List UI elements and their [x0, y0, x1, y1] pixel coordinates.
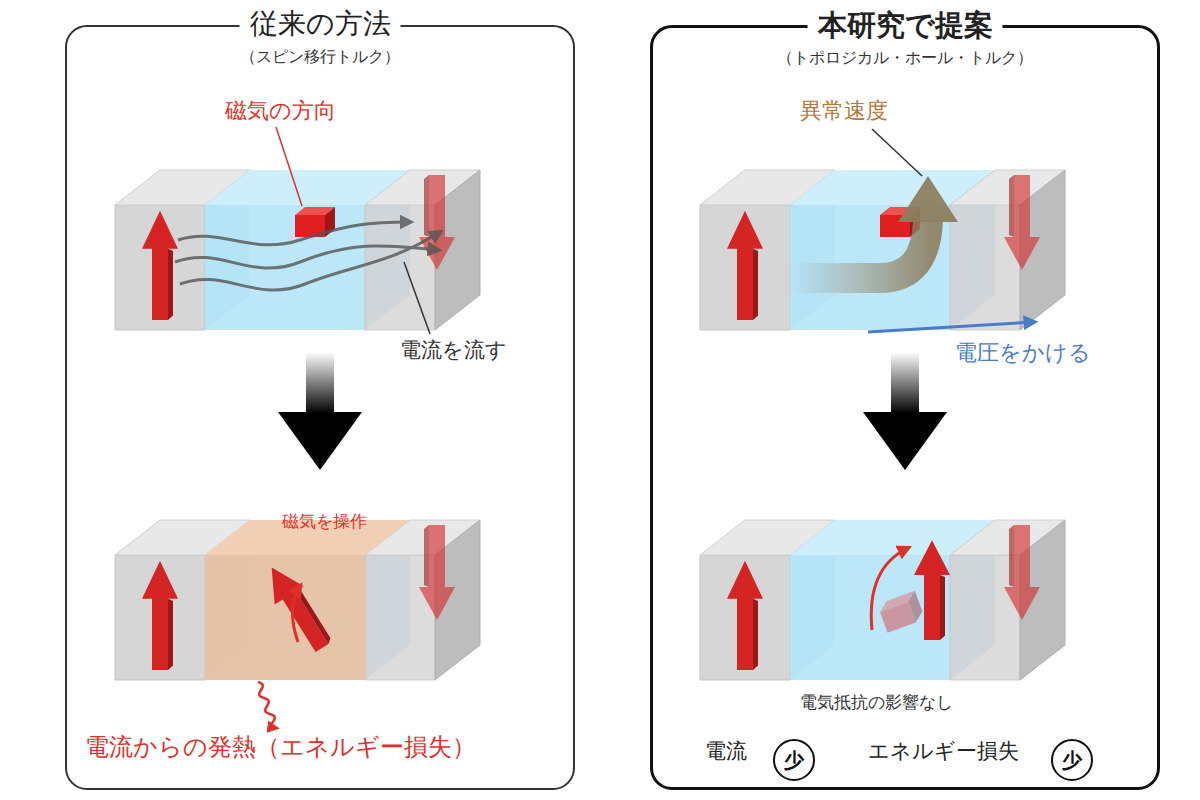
note-label: 電気抵抗の影響なし: [800, 692, 953, 712]
comparison-panel: 従来の方法（スピン移行トルク）: [65, 25, 575, 790]
step-arrow: [278, 352, 362, 470]
leader-line: [872, 129, 922, 176]
callout-label: 磁気を操作: [282, 511, 367, 531]
leader-line: [404, 262, 430, 334]
callout-label: 電圧をかける: [955, 340, 1091, 366]
rotation-arrow: [292, 586, 300, 642]
heated-region: [205, 520, 410, 680]
panel-title: 本研究で提案: [808, 7, 1003, 43]
device-block: [700, 170, 1065, 330]
step-arrow: [863, 352, 947, 470]
callout-label: 電流を流す: [400, 338, 507, 363]
panel-subtitle: （トポロジカル・ホール・トルク）: [777, 48, 1033, 69]
anomalous-velocity-arrow: [790, 176, 958, 278]
panel-title: 従来の方法: [240, 6, 401, 42]
tilted-magnet: [257, 558, 336, 657]
voltage-arrow: [868, 322, 1034, 332]
callout-label: 磁気の方向: [225, 98, 336, 124]
leader-line: [276, 127, 302, 206]
note-label: エネルギー損失: [868, 739, 1019, 764]
device-block: [115, 520, 480, 680]
panel-subtitle: （スピン移行トルク）: [240, 47, 400, 68]
level-circle: 少: [773, 739, 815, 781]
level-mark: 少: [784, 750, 804, 770]
heat-wave: [258, 682, 276, 728]
level-mark: 少: [1062, 750, 1082, 770]
faded-magnet: [877, 591, 925, 633]
note-label: 電流からの発熱（エネルギー損失）: [85, 733, 476, 762]
device-block: [700, 520, 1065, 680]
current-flow: [175, 222, 440, 290]
rotation-arrow: [871, 548, 908, 630]
comparison-panel: 本研究で提案（トポロジカル・ホール・トルク）少少: [650, 25, 1160, 790]
callout-label: 異常速度: [800, 98, 888, 124]
note-label: 電流: [705, 739, 747, 764]
level-circle: 少: [1051, 739, 1093, 781]
switched-magnet: [914, 540, 950, 640]
